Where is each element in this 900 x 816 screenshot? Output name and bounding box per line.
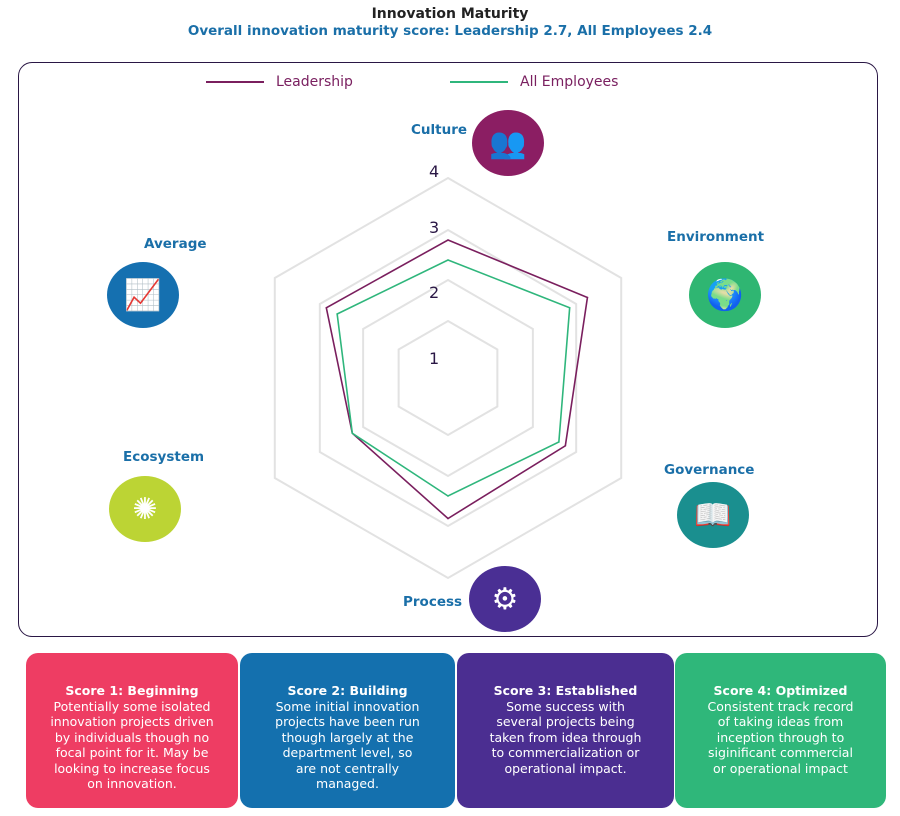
axis-label-process: Process: [403, 594, 463, 610]
growth-chart-icon: 📈: [107, 262, 179, 328]
card-text-line: department level, so: [282, 745, 413, 760]
tick-label: 2: [429, 283, 439, 302]
gear-arrow-icon: ⚙: [469, 566, 541, 632]
axis-label-average: Average: [144, 236, 207, 252]
network-icon: ✺: [109, 476, 181, 542]
data-point: [558, 441, 560, 443]
data-point: [564, 444, 567, 447]
card-text-line: of taking ideas from: [717, 714, 844, 729]
data-point: [336, 313, 338, 315]
data-point: [586, 296, 589, 299]
card-text-line: to commercialization or: [491, 745, 640, 760]
card-title: Score 4: Optimized: [713, 683, 848, 698]
card-text-line: inception through to: [716, 729, 845, 745]
card-text-line: Potentially some isolated: [53, 698, 211, 714]
series-line-all-employees: [336, 259, 571, 497]
book-icon: 📖: [677, 482, 749, 548]
chart-subtitle: Overall innovation maturity score: Leade…: [187, 23, 713, 39]
data-point: [325, 306, 328, 309]
axis-label-ecosystem: Ecosystem: [123, 449, 205, 465]
legend-label: All Employees: [520, 74, 619, 90]
axis-label-governance: Governance: [664, 462, 755, 478]
card-text-line: are not centrally: [295, 760, 400, 776]
card-text-line: managed.: [316, 776, 379, 791]
grid-ring: [318, 228, 578, 528]
card-title: Score 3: Established: [493, 683, 638, 698]
tick-label: 1: [429, 349, 439, 368]
card-text-line: Some initial innovation: [275, 698, 420, 714]
data-point: [447, 239, 449, 241]
legend-swatch: [206, 81, 264, 83]
card-text-line: siginificant commercial: [708, 745, 853, 760]
tick-label: 4: [429, 162, 439, 181]
grid-ring: [397, 319, 499, 437]
axis-label-culture: Culture: [411, 122, 468, 138]
card-text-line: though largely at the: [281, 729, 414, 745]
card-text-line: projects have been run: [275, 714, 420, 729]
legend-leadership: Leadership: [206, 74, 353, 90]
card-text-line: several projects being: [496, 714, 635, 729]
legend-employees: All Employees: [450, 74, 618, 90]
card-text-line: operational impact.: [504, 760, 627, 776]
card-text-line: looking to increase focus: [54, 760, 210, 776]
card-text-line: focal point for it. May be: [55, 745, 209, 760]
axis-label-environment: Environment: [667, 229, 765, 245]
legend-swatch: [450, 81, 508, 83]
card-text-line: taken from idea through: [489, 729, 642, 745]
chart-frame: [18, 62, 878, 637]
data-point: [351, 432, 354, 435]
grid-ring: [273, 176, 623, 580]
card-text-line: by individuals though no: [54, 729, 210, 745]
tick-label: 3: [429, 218, 439, 237]
data-point: [447, 517, 449, 520]
chart-title: Innovation Maturity: [371, 6, 529, 22]
grid-ring: [362, 278, 534, 478]
data-point: [447, 259, 449, 261]
data-point: [447, 495, 449, 497]
series-line-leadership: [325, 239, 589, 520]
legend-label: Leadership: [276, 74, 353, 90]
people-icon: 👥: [472, 110, 544, 176]
card-text-line: Some success with: [506, 698, 625, 714]
card-text-line: on innovation.: [87, 776, 177, 791]
card-title: Score 2: Building: [287, 683, 408, 698]
card-text-line: Consistent track record: [707, 698, 854, 714]
globe-icon: 🌍: [689, 262, 761, 328]
data-point: [568, 306, 571, 309]
card-title: Score 1: Beginning: [65, 683, 199, 698]
card-text-line: or operational impact: [713, 760, 848, 776]
card-text-line: innovation projects driven: [50, 714, 214, 729]
